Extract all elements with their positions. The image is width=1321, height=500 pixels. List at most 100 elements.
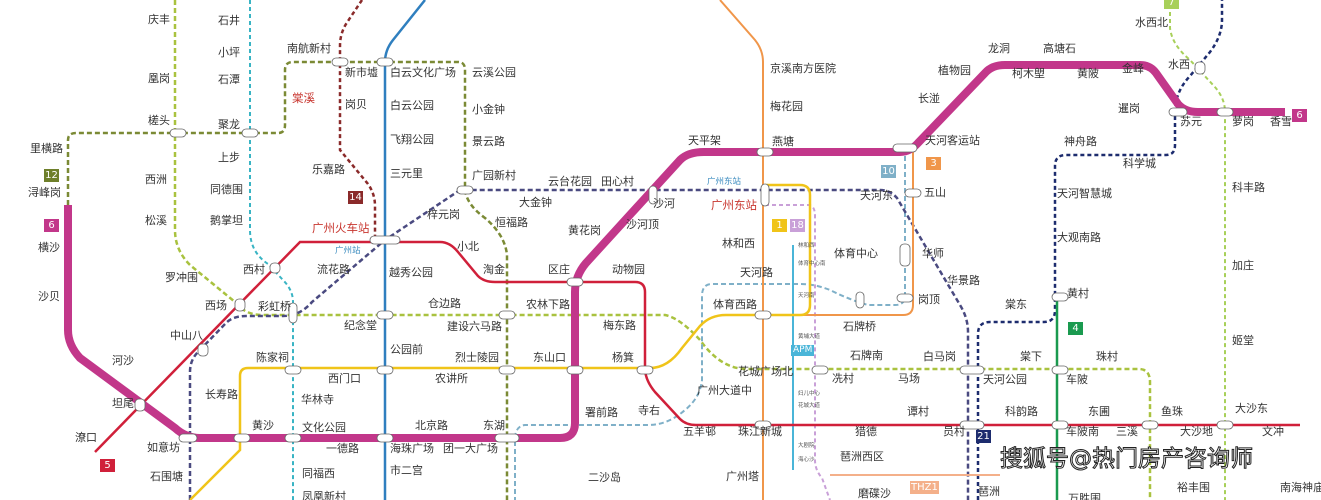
station-label[interactable]: 石牌桥 xyxy=(843,320,876,333)
interchange-station-marker[interactable] xyxy=(376,310,394,320)
station-label[interactable]: 神舟路 xyxy=(1064,135,1097,148)
station-label[interactable]: 小北 xyxy=(457,240,479,253)
metro-line-l8g[interactable] xyxy=(173,0,1152,500)
interchange-station-marker[interactable] xyxy=(376,433,394,443)
station-label[interactable]: 香雪 xyxy=(1270,115,1292,128)
station-label[interactable]: 南航新村 xyxy=(287,42,331,55)
station-label[interactable]: 同德围 xyxy=(210,183,243,196)
station-label[interactable]: 广州火车站 xyxy=(312,221,370,235)
interchange-station-marker[interactable] xyxy=(284,365,302,375)
station-label[interactable]: 天河公园 xyxy=(983,373,1027,386)
metro-line-l5[interactable] xyxy=(94,240,1300,453)
station-label[interactable]: 琶洲西区 xyxy=(840,450,884,463)
station-label[interactable]: 岗顶 xyxy=(918,293,940,306)
station-label[interactable]: 凰岗 xyxy=(148,72,170,85)
station-label[interactable]: 横沙 xyxy=(38,241,60,254)
station-label[interactable]: 中山八 xyxy=(170,329,203,342)
interchange-station-marker[interactable] xyxy=(494,433,520,443)
station-label[interactable]: 同福西 xyxy=(302,467,335,480)
station-label[interactable]: 文冲 xyxy=(1262,425,1284,438)
station-label[interactable]: 如意坊 xyxy=(147,441,180,454)
station-label[interactable]: 新市墟 xyxy=(345,66,378,79)
station-label[interactable]: 京溪南方医院 xyxy=(770,62,836,75)
station-label[interactable]: 市二宫 xyxy=(390,464,423,477)
interchange-station-marker[interactable] xyxy=(376,365,394,375)
station-label[interactable]: 萝岗 xyxy=(1232,115,1254,128)
interchange-station-marker[interactable] xyxy=(284,433,302,443)
station-label[interactable]: 寺右 xyxy=(638,404,660,417)
station-label[interactable]: 天平架 xyxy=(688,134,721,147)
interchange-station-marker[interactable] xyxy=(566,365,584,375)
station-label[interactable]: 河沙 xyxy=(112,354,134,367)
interchange-station-marker[interactable] xyxy=(811,365,829,375)
interchange-station-marker[interactable] xyxy=(566,277,584,287)
interchange-station-marker[interactable] xyxy=(376,57,394,67)
station-label[interactable]: 乐嘉路 xyxy=(312,163,345,176)
station-label[interactable]: 沙河 xyxy=(653,197,675,210)
station-label[interactable]: 金峰 xyxy=(1122,62,1144,75)
station-label[interactable]: 建设六马路 xyxy=(447,320,502,333)
station-label[interactable]: 南海神庙 xyxy=(1280,481,1321,494)
station-label[interactable]: 加庄 xyxy=(1232,259,1254,272)
station-label[interactable]: 广州东站 xyxy=(707,177,742,187)
interchange-station-marker[interactable] xyxy=(233,433,251,443)
interchange-station-marker[interactable] xyxy=(1141,420,1159,430)
station-label[interactable]: 罗冲围 xyxy=(165,271,198,284)
station-label[interactable]: 猎德 xyxy=(855,425,877,438)
station-label[interactable]: 东湖 xyxy=(483,419,505,432)
station-label[interactable]: 文化公园 xyxy=(302,421,346,434)
station-label[interactable]: 凤凰新村 xyxy=(302,490,346,500)
interchange-station-marker[interactable] xyxy=(904,188,922,198)
interchange-station-marker[interactable] xyxy=(288,302,298,324)
station-label[interactable]: 珠江新城 xyxy=(738,425,782,438)
station-label[interactable]: 冼村 xyxy=(832,372,854,385)
interchange-station-marker[interactable] xyxy=(234,298,246,312)
station-label[interactable]: 谭村 xyxy=(907,405,929,418)
station-label[interactable]: 团一大广场 xyxy=(443,442,498,455)
station-label[interactable]: 小坪 xyxy=(218,46,240,59)
station-label[interactable]: 车陂 xyxy=(1066,373,1088,386)
station-label[interactable]: 长湴 xyxy=(918,92,940,105)
station-label[interactable]: 广州东站 xyxy=(711,198,757,212)
station-label[interactable]: 珠村 xyxy=(1096,350,1118,363)
interchange-station-marker[interactable] xyxy=(756,147,774,157)
station-label[interactable]: 石围塘 xyxy=(150,470,183,483)
station-label[interactable]: 柯木塱 xyxy=(1012,67,1045,80)
station-label[interactable]: 石牌南 xyxy=(850,349,883,362)
station-label[interactable]: 云溪公园 xyxy=(472,66,516,79)
station-label[interactable]: 苏元 xyxy=(1180,115,1202,128)
station-label[interactable]: 黄沙 xyxy=(252,419,274,432)
interchange-station-marker[interactable] xyxy=(760,183,770,207)
station-label[interactable]: 大金钟 xyxy=(519,196,552,209)
station-label[interactable]: 林和西 xyxy=(722,237,755,250)
station-label[interactable]: 沙贝 xyxy=(38,290,60,303)
station-label[interactable]: 淘金 xyxy=(483,263,505,276)
station-label[interactable]: 暹岗 xyxy=(1118,102,1140,115)
station-label[interactable]: 车陂南 xyxy=(1066,425,1099,438)
station-label[interactable]: 姬堂 xyxy=(1232,334,1254,347)
interchange-station-marker[interactable] xyxy=(197,343,209,357)
station-label[interactable]: 景云路 xyxy=(472,135,505,148)
interchange-station-marker[interactable] xyxy=(754,420,772,430)
interchange-station-marker[interactable] xyxy=(959,365,985,375)
station-label[interactable]: 棠溪 xyxy=(292,91,315,105)
interchange-station-marker[interactable] xyxy=(456,185,474,195)
interchange-station-marker[interactable] xyxy=(1194,61,1206,75)
interchange-station-marker[interactable] xyxy=(369,235,401,245)
apm-station-label[interactable]: 体育中心南 xyxy=(798,261,826,267)
station-label[interactable]: 体育西路 xyxy=(713,298,757,311)
station-label[interactable]: 白云公园 xyxy=(390,99,434,112)
station-label[interactable]: 万胜围 xyxy=(1068,492,1101,500)
interchange-station-marker[interactable] xyxy=(1051,420,1069,430)
station-label[interactable]: 高塘石 xyxy=(1043,42,1076,55)
station-label[interactable]: 科韵路 xyxy=(1005,405,1038,418)
station-label[interactable]: 裕丰围 xyxy=(1177,481,1210,494)
station-label[interactable]: 东山口 xyxy=(533,351,566,364)
interchange-station-marker[interactable] xyxy=(648,185,658,205)
station-label[interactable]: 黄村 xyxy=(1067,287,1089,300)
station-label[interactable]: 鱼珠 xyxy=(1161,405,1183,418)
apm-station-label[interactable]: 海心沙 xyxy=(798,457,815,463)
station-label[interactable]: 东圃 xyxy=(1088,405,1110,418)
apm-station-label[interactable]: 天河南 xyxy=(798,293,815,299)
station-label[interactable]: 华师 xyxy=(922,247,944,260)
